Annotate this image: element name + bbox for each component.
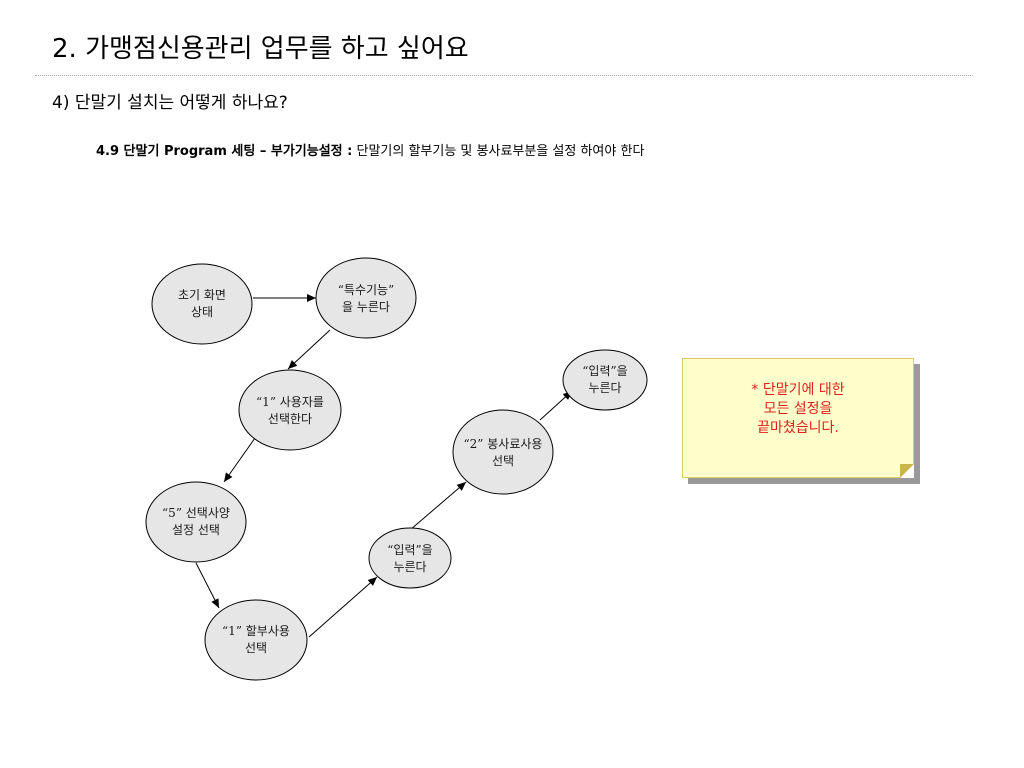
node-select-option-5-line2: 설정 선택 bbox=[172, 523, 220, 537]
step-description-text: 단말기의 할부기능 및 봉사료부분을 설정 하여야 한다 bbox=[352, 144, 645, 159]
node-select-installment-1: “1” 할부사용 선택 bbox=[204, 599, 308, 681]
completion-note-text: * 단말기에 대한 모든 설정을 끝마쳤습니다. bbox=[683, 381, 913, 438]
node-press-special: “특수기능” 을 누른다 bbox=[315, 257, 417, 339]
completion-note-line3: 끝마쳤습니다. bbox=[757, 420, 839, 436]
node-select-user-1-line2: 선택한다 bbox=[268, 412, 312, 426]
node-initial-screen: 초기 화면 상태 bbox=[151, 263, 253, 345]
node-select-installment-1-line1: “1” 할부사용 bbox=[222, 624, 290, 638]
node-select-service-2-line1: “2” 봉사료사용 bbox=[464, 437, 543, 451]
arrow-user-to-option bbox=[223, 437, 256, 483]
node-press-input-1-line1: “입력”을 bbox=[387, 543, 432, 557]
note-fold-corner bbox=[900, 464, 914, 478]
node-press-input-2: “입력”을 누른다 bbox=[562, 349, 648, 411]
page-title: 2. 가맹점신용관리 업무를 하고 싶어요 bbox=[52, 34, 469, 64]
step-description-heading: 4.9 단말기 Program 세팅 – 부가기능설정 : bbox=[96, 144, 353, 159]
arrow-input1-to-service bbox=[409, 481, 467, 531]
node-press-input-2-line2: 누른다 bbox=[588, 381, 621, 395]
title-divider bbox=[35, 75, 973, 76]
node-select-option-5-line1: “5” 선택사양 bbox=[162, 506, 230, 520]
arrow-installment-to-input1 bbox=[308, 576, 378, 638]
node-press-input-1: “입력”을 누른다 bbox=[368, 527, 452, 589]
section-subtitle: 4) 단말기 설치는 어떻게 하나요? bbox=[52, 93, 288, 113]
completion-note: * 단말기에 대한 모든 설정을 끝마쳤습니다. bbox=[682, 358, 914, 478]
step-description: 4.9 단말기 Program 세팅 – 부가기능설정 : 단말기의 할부기능 … bbox=[96, 143, 644, 161]
arrow-service-to-input2 bbox=[539, 390, 573, 421]
node-select-service-2: “2” 봉사료사용 선택 bbox=[452, 409, 554, 495]
node-press-input-1-line2: 누른다 bbox=[393, 560, 426, 574]
arrow-option-to-installment bbox=[195, 562, 220, 609]
node-initial-screen-line2: 상태 bbox=[191, 305, 213, 319]
arrow-special-to-user bbox=[287, 329, 331, 370]
node-select-user-1-line1: “1” 사용자를 bbox=[256, 395, 324, 409]
completion-note-line1: * 단말기에 대한 bbox=[751, 382, 845, 398]
node-initial-screen-line1: 초기 화면 bbox=[178, 288, 226, 302]
node-press-special-line2: 을 누른다 bbox=[342, 300, 390, 314]
node-select-service-2-line2: 선택 bbox=[492, 454, 514, 468]
node-press-special-line1: “특수기능” bbox=[338, 283, 394, 297]
node-select-installment-1-line2: 선택 bbox=[245, 641, 267, 655]
node-press-input-2-line1: “입력”을 bbox=[582, 364, 627, 378]
node-select-option-5: “5” 선택사양 설정 선택 bbox=[145, 481, 247, 563]
completion-note-line2: 모든 설정을 bbox=[763, 401, 833, 417]
node-select-user-1: “1” 사용자를 선택한다 bbox=[238, 369, 342, 451]
